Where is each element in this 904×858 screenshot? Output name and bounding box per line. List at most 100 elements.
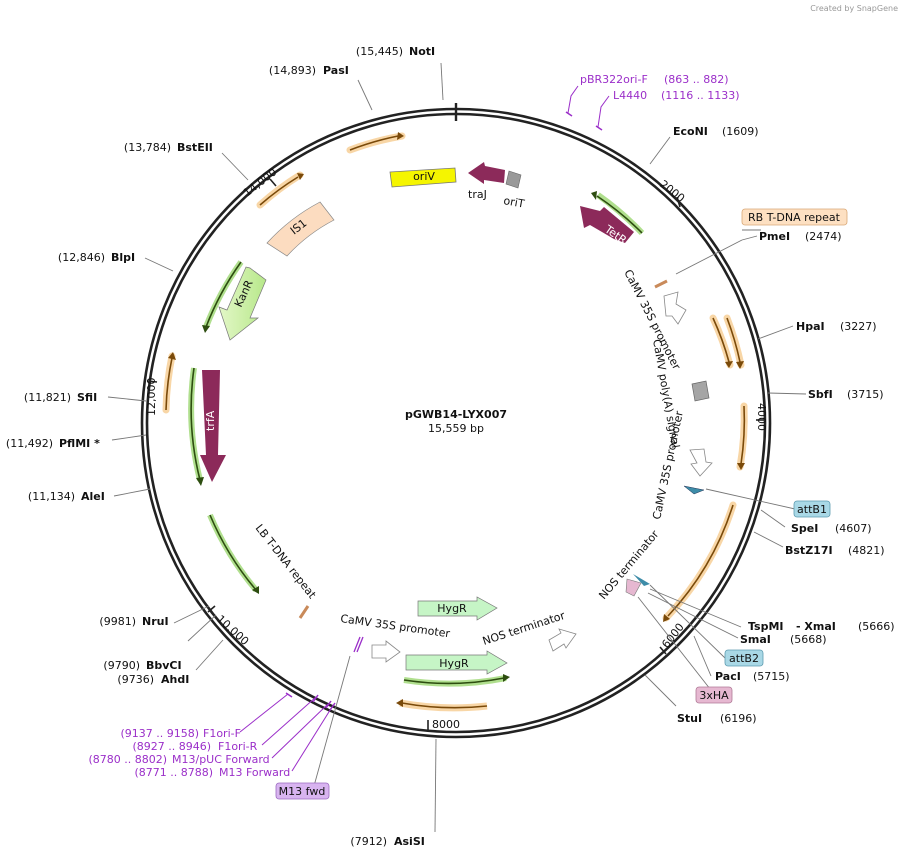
- kanr-arc: [205, 261, 242, 328]
- 3xha-feature: [625, 578, 642, 597]
- hygr-feature-1: [417, 596, 498, 621]
- enzyme-pos-blpi: (12,846): [58, 251, 105, 264]
- leader-m13fwd-primer: [291, 706, 333, 772]
- tick-10000: [207, 605, 216, 613]
- leader-blpi: [144, 257, 174, 272]
- enzyme-name-sfii: SfiI: [77, 391, 97, 404]
- tetr-feature: [580, 206, 634, 243]
- primer-range-m13fwd: (8771 .. 8788): [134, 766, 213, 779]
- leader-nrui: [173, 605, 210, 624]
- boxed-labels: RB T-DNA repeat attB1 attB2 3xHA M13 fwd: [275, 208, 848, 800]
- attb1-box: [793, 500, 831, 518]
- enzyme-name-pmei: PmeI: [759, 230, 790, 243]
- camv-promoter-2-arrow: [689, 448, 713, 477]
- tick-label-4000: 4000: [755, 403, 768, 431]
- enzyme-name-noti: NotI: [409, 45, 435, 58]
- tick-label-6000: 6000: [659, 621, 686, 651]
- leader-m13fwd: [313, 655, 351, 787]
- enzyme-pos-pasi: (14,893): [269, 64, 316, 77]
- attb2-box: [724, 649, 764, 667]
- primer-name-m13fwd: M13 Forward: [219, 766, 290, 779]
- lb-repeat-mark: [298, 605, 310, 619]
- enzyme-pos-alei: (11,134): [28, 490, 75, 503]
- hygr-label-2: HygR: [439, 657, 469, 670]
- leader-f1ori-f: [239, 693, 289, 733]
- attb2-box-label: attB2: [729, 652, 759, 665]
- leader-asisi: [434, 738, 437, 833]
- attb2-mark: [633, 574, 650, 586]
- orf-arc-sbf-head: [737, 463, 745, 470]
- orf-arc-12k-head: [168, 352, 176, 360]
- primer-name-pbr322ori: pBR322ori-F: [580, 73, 648, 86]
- leader-alei: [113, 488, 151, 497]
- leader-pmei2: [675, 239, 743, 275]
- orf-arcs: [162, 132, 748, 712]
- enzyme-pos-asisi: (7912): [350, 835, 387, 848]
- enzyme-name-bstz17i: BstZ17I: [785, 544, 833, 557]
- plasmid-name: pGWB14-LYX007: [405, 408, 507, 421]
- enzyme-pos-hpai: (3227): [840, 320, 877, 333]
- leader-noti: [440, 62, 444, 101]
- enzyme-name-tspmi: TspMI: [748, 620, 784, 633]
- enzyme-name-econi: EcoNI: [673, 125, 708, 138]
- leader-paci: [693, 635, 712, 677]
- enzyme-pos-sfii: (11,821): [24, 391, 71, 404]
- orf-arc-14k: [259, 176, 299, 206]
- camv-promoter-1-label: CaMV 35S promoter: [621, 267, 683, 372]
- trfa-arc: [190, 367, 201, 481]
- leader-attb2: [649, 584, 726, 659]
- tick-14000: [269, 178, 277, 187]
- lb-arc-head: [252, 586, 259, 594]
- trfa-arc-head: [196, 477, 204, 486]
- primer-mark-m13: [353, 636, 361, 653]
- lb-arc: [209, 514, 257, 591]
- primer-name-l4440: L4440: [613, 89, 647, 102]
- primer-name-m13puc: M13/pUC Forward: [172, 753, 270, 766]
- tetr-arc: [596, 195, 643, 234]
- primer-mark-m13fwd: [329, 702, 336, 711]
- 3xha-box: [695, 686, 733, 704]
- hygr-feature-2: [405, 650, 508, 675]
- primer-mark-l4440: [595, 125, 603, 131]
- kanr-feature: [218, 266, 267, 341]
- oriv-feature: [389, 167, 457, 188]
- leader-3xha: [637, 596, 715, 695]
- primer-leaders: [239, 85, 610, 772]
- primer-range-m13puc: (8780 .. 8802): [88, 753, 167, 766]
- plasmid-size: 15,559 bp: [428, 422, 484, 435]
- orf-arc-bottom2: [401, 702, 488, 709]
- polya-feature: [691, 380, 710, 402]
- orit-label: oriT: [502, 194, 525, 211]
- primer-mark-f1ori-f: [285, 692, 293, 698]
- orf-arc-hpa1-head: [725, 361, 733, 368]
- leader-bbvci: [187, 614, 217, 642]
- primer-name-f1ori-r: F1ori-R: [218, 740, 258, 753]
- enzyme-name-bbvci: BbvCI: [146, 659, 182, 672]
- enzyme-name-pasi: PasI: [323, 64, 349, 77]
- tick-12000: [146, 380, 158, 383]
- leader-f1ori-r: [261, 696, 317, 746]
- enzyme-name-spei: SpeI: [791, 522, 818, 535]
- primer-range-l4440: (1116 .. 1133): [661, 89, 740, 102]
- nos-terminator-2-arrow: [548, 628, 577, 652]
- enzyme-pos-bstz17i: (4821): [848, 544, 885, 557]
- orf-arc-bottom1-head: [503, 674, 510, 682]
- enzyme-pos-sbfi: (3715): [847, 388, 884, 401]
- leader-pflmi: [111, 434, 147, 441]
- enzyme-name-pflmi: PflMI *: [59, 437, 100, 450]
- leader-econi: [649, 136, 671, 165]
- orit-feature: [505, 170, 522, 189]
- orf-arc-bottom1: [403, 677, 505, 685]
- tick-2000: [676, 196, 681, 208]
- enzyme-pos-pmei: (2474): [805, 230, 842, 243]
- enzyme-pos-nrui: (9981): [99, 615, 136, 628]
- primer-mark-m13b: [356, 636, 364, 653]
- m13-fwd-box: [275, 782, 330, 800]
- leader-m13puc: [271, 703, 329, 759]
- orf-arc-long-shadow: [662, 501, 737, 622]
- attb1-mark: [683, 485, 705, 495]
- camv-promoter-3-arrow: [371, 640, 401, 663]
- enzyme-pos-econi: (1609): [722, 125, 759, 138]
- leader-stui: [644, 674, 677, 707]
